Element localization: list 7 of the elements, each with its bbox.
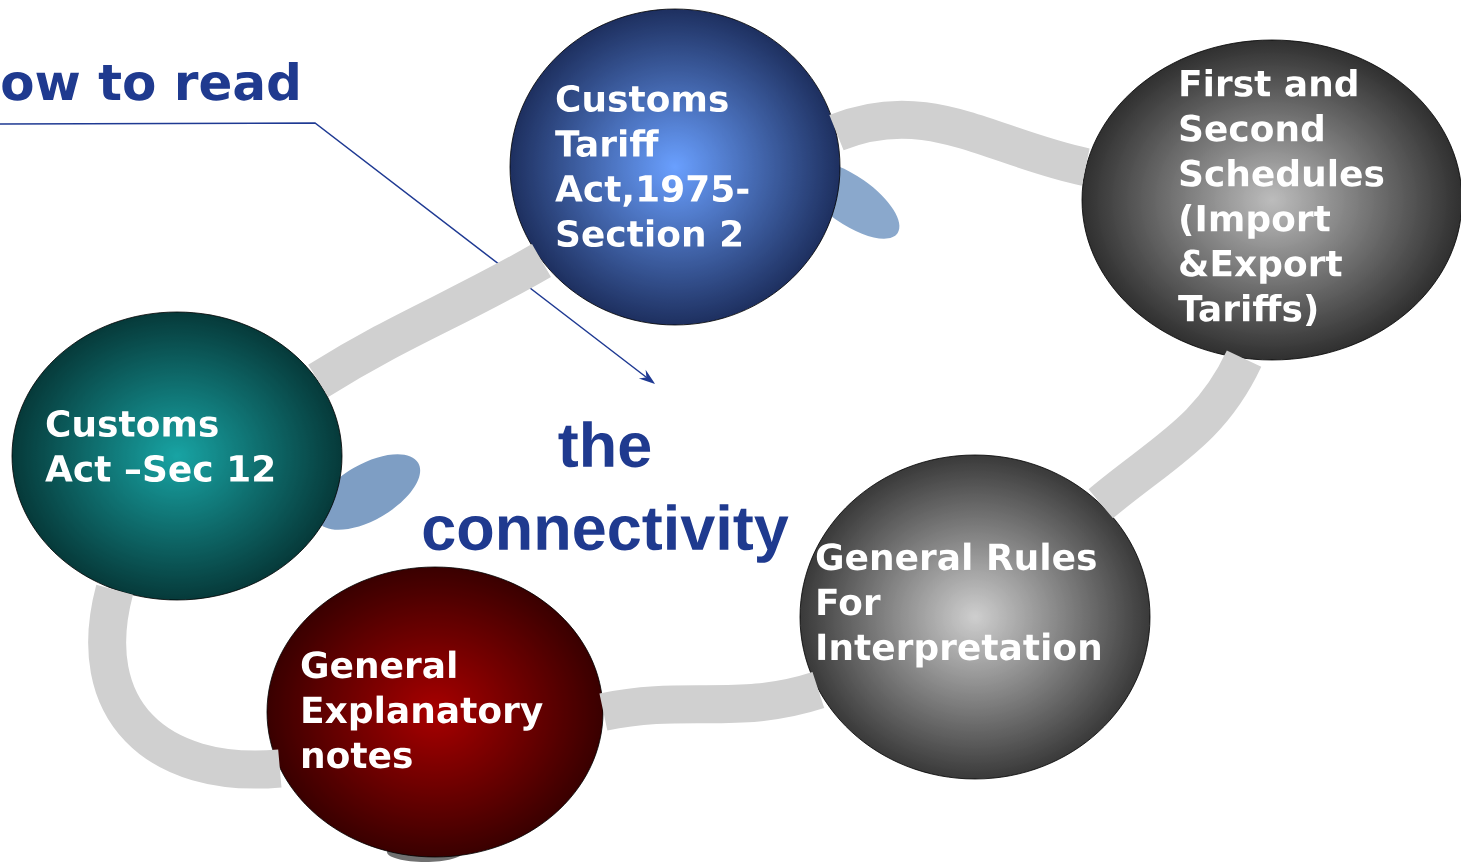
ring-band [830, 100, 1091, 186]
heading-text: ow to read [2, 62, 298, 101]
ring-band [600, 671, 824, 731]
ring-band [1088, 349, 1261, 519]
center-text: the connectivity [423, 421, 789, 563]
ring-band [308, 243, 551, 398]
ring-band [88, 585, 281, 789]
